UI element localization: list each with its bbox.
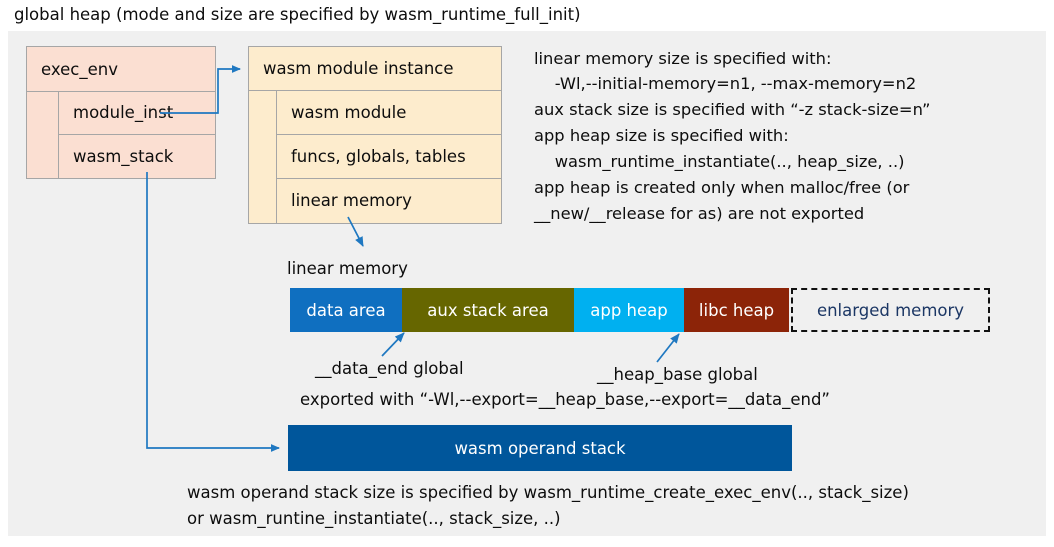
operand-stack-note-line-1: wasm operand stack size is specified by … <box>187 483 909 502</box>
notes-line-2: -Wl,--initial-memory=n1, --max-memory=n2 <box>534 74 917 93</box>
segment-app-heap: app heap <box>574 288 684 332</box>
module-instance-field-linear-memory: linear memory <box>276 178 502 224</box>
segment-libc-heap-label: libc heap <box>698 300 775 320</box>
exec-env-field-wasm-stack-label: wasm_stack <box>73 146 174 166</box>
module-instance-header: wasm module instance <box>248 46 502 91</box>
notes-line-5: wasm_runtime_instantiate(.., heap_size, … <box>534 152 905 171</box>
segment-enlarged-memory-label: enlarged memory <box>816 300 965 320</box>
module-instance-field-wasm-module: wasm module <box>276 90 502 135</box>
notes-line-1: linear memory size is specified with: <box>534 49 832 68</box>
segment-enlarged-memory: enlarged memory <box>791 288 990 332</box>
exec-env-gutter <box>26 91 59 179</box>
exec-env-field-module-inst-label: module_inst <box>73 103 174 123</box>
annotation-data-end: __data_end global <box>315 359 464 378</box>
wasm-operand-stack-bar: wasm operand stack <box>288 425 792 471</box>
segment-data-area-label: data area <box>306 300 386 320</box>
page-title: global heap (mode and size are specified… <box>14 5 581 24</box>
segment-app-heap-label: app heap <box>590 300 668 320</box>
segment-aux-stack-area: aux stack area <box>402 288 574 332</box>
module-instance-field-funcs-globals-tables: funcs, globals, tables <box>276 134 502 179</box>
module-instance-field-wasm-module-label: wasm module <box>291 102 407 122</box>
exec-env-field-wasm-stack: wasm_stack <box>58 134 216 179</box>
notes-line-6: app heap is created only when malloc/fre… <box>534 178 910 197</box>
annotation-heap-base: __heap_base global <box>597 365 758 384</box>
exec-env-header: exec_env <box>26 46 216 92</box>
wasm-operand-stack-label: wasm operand stack <box>454 438 626 458</box>
module-instance-field-funcs-globals-tables-label: funcs, globals, tables <box>291 146 466 166</box>
exec-env-field-module-inst: module_inst <box>58 91 216 135</box>
segment-libc-heap: libc heap <box>684 288 789 332</box>
notes-line-7: __new/__release for as) are not exported <box>534 204 865 223</box>
notes-line-3: aux stack size is specified with “-z sta… <box>534 100 931 119</box>
segment-data-area: data area <box>290 288 402 332</box>
operand-stack-note-line-2: or wasm_runtine_instantiate(.., stack_si… <box>187 509 561 528</box>
notes-line-4: app heap size is specified with: <box>534 126 789 145</box>
linear-memory-strip-label: linear memory <box>287 259 408 278</box>
linear-memory-strip: data area aux stack area app heap libc h… <box>290 288 990 332</box>
module-instance-field-linear-memory-label: linear memory <box>291 191 412 211</box>
module-instance-gutter <box>248 90 277 224</box>
annotation-exported-with: exported with “-Wl,--export=__heap_base,… <box>300 390 830 409</box>
segment-aux-stack-area-label: aux stack area <box>427 300 549 320</box>
